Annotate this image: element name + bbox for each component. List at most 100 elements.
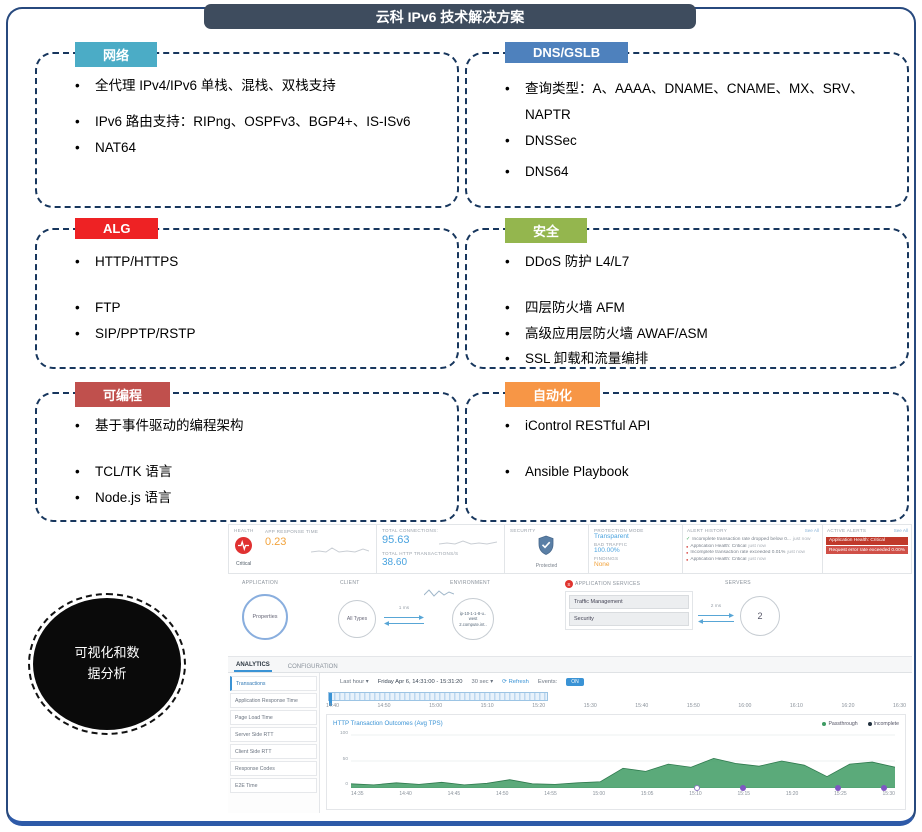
service-row-security[interactable]: Security: [569, 612, 689, 626]
bad-traffic-label: BAD TRAFFIC: [594, 542, 628, 547]
sidebar-item-transactions[interactable]: Transactions: [230, 676, 317, 691]
sidebar-item-client-side-rtt[interactable]: Client Side RTT: [230, 744, 317, 759]
active-alert-item: Application Health: Critical: [826, 536, 908, 545]
service-row-traffic-management[interactable]: Traffic Management: [569, 595, 689, 609]
chevron-down-icon: ▾: [490, 679, 494, 685]
visualization-oval: 可视化和数据分析: [28, 593, 186, 735]
servers-label: SERVERS: [725, 580, 751, 586]
http-transactions-label: TOTAL HTTP TRANSACTIONS/S: [382, 551, 459, 556]
bullet: DNS64: [501, 162, 891, 183]
area-chart-svg: [350, 734, 896, 788]
chevron-down-icon: ▾: [365, 679, 369, 685]
bullet: DNSSec: [501, 131, 891, 152]
alert-history-see-all-link[interactable]: See All: [804, 528, 819, 533]
legend-incomplete: Incomplete: [867, 721, 899, 727]
application-services-label: APPLICATION SERVICES: [575, 581, 641, 587]
feature-tag-alg: ALG: [75, 218, 159, 239]
bullet: SSL 卸载和流量编排: [501, 349, 891, 370]
active-alerts-see-all-link[interactable]: See All: [893, 528, 908, 533]
refresh-button[interactable]: ⟳ Refresh: [502, 679, 529, 685]
server-latency: 2 ms: [710, 604, 722, 609]
alert-history-item: ● Application Health: Critical just now: [686, 556, 767, 562]
feature-box-security: 安全 DDoS 防护 L4/L7 四层防火墙 AFM 高级应用层防火墙 AWAF…: [465, 218, 909, 370]
tps-chart-panel: HTTP Transaction Outcomes (Avg TPS) Pass…: [326, 714, 906, 810]
event-marker[interactable]: [739, 785, 746, 791]
alert-history-label: ALERT HISTORY: [687, 528, 728, 533]
bullet: SIP/PPTP/RSTP: [71, 324, 441, 345]
bullet: IPv6 路由支持：RIPng、OSPFv3、BGP4+、IS-ISv6: [71, 112, 441, 133]
sidebar-item-server-side-rtt[interactable]: Server Side RTT: [230, 727, 317, 742]
tab-bar: ANALYTICS CONFIGURATION: [228, 657, 912, 673]
application-services-icon: S: [565, 580, 573, 588]
bullet: Node.js 语言: [71, 488, 441, 509]
bullet: 四层防火墙 AFM: [501, 298, 891, 319]
health-label: HEALTH: [234, 528, 254, 533]
active-alerts-panel: ACTIVE ALERTS See All Application Health…: [823, 525, 911, 573]
topology-row: APPLICATION CLIENT ENVIRONMENT S APPLICA…: [228, 574, 912, 657]
tps-area-chart: 100 50 0: [340, 731, 896, 791]
sidebar-item-application-response-time[interactable]: Application Response Time: [230, 693, 317, 708]
event-marker[interactable]: [835, 785, 842, 791]
app-response-time-label: APP RESPONSE TIME: [265, 529, 319, 534]
event-marker[interactable]: [881, 785, 888, 791]
feature-box-network: 网络 全代理 IPv4/IPv6 单栈、混栈、双栈支持 IPv6 路由支持：RI…: [35, 42, 459, 208]
granularity-dropdown[interactable]: 30 sec ▾: [471, 679, 494, 685]
client-node[interactable]: All Types: [338, 600, 376, 638]
tab-configuration[interactable]: CONFIGURATION: [287, 664, 338, 670]
application-services-panel: Traffic Management Security: [565, 591, 693, 630]
bidirectional-arrow-icon: [698, 613, 734, 624]
active-alert-item: Request error rate exceeded 0.00%: [826, 546, 908, 554]
svg-text:S: S: [567, 582, 570, 587]
environment-sparkline: [424, 589, 454, 597]
environment-node[interactable]: ip-10-1-1-8-u.. west 2.compute.int..: [452, 598, 494, 640]
total-connections-value: 95.63: [382, 534, 410, 546]
security-status: Protected: [535, 563, 558, 569]
error-dot-icon: ●: [686, 556, 689, 562]
bullet: HTTP/HTTPS: [71, 252, 441, 273]
servers-node[interactable]: 2: [740, 596, 780, 636]
feature-tag-security: 安全: [505, 218, 588, 243]
sidebar-item-response-codes[interactable]: Response Codes: [230, 761, 317, 776]
events-toggle[interactable]: ON: [566, 678, 584, 686]
check-icon: ✓: [686, 536, 691, 542]
client-latency: 1 ms: [398, 606, 410, 611]
error-dot-icon: ●: [686, 543, 689, 549]
feature-tag-network: 网络: [75, 42, 158, 67]
range-preset-dropdown[interactable]: Last hour ▾: [340, 679, 369, 685]
time-controls: Last hour ▾ Friday Apr 6, 14:31:00 - 15:…: [340, 675, 906, 689]
oval-label: 可视化和数据分析: [74, 645, 140, 681]
tab-analytics[interactable]: ANALYTICS: [234, 659, 272, 672]
stats-row: HEALTH Critical APP RESPONSE TIME 0.23 T…: [228, 524, 912, 574]
chart-title: HTTP Transaction Outcomes (Avg TPS): [333, 720, 443, 727]
application-properties-node[interactable]: Properties: [242, 594, 288, 640]
event-marker[interactable]: [693, 785, 700, 791]
sidebar-item-page-load-time[interactable]: Page Load Time: [230, 710, 317, 725]
bad-traffic-value: 100.00%: [594, 547, 620, 554]
sidebar-item-e2e-time[interactable]: E2E Time: [230, 778, 317, 793]
bullet: 高级应用层防火墙 AWAF/ASM: [501, 324, 891, 345]
app-response-sparkline: [311, 547, 369, 553]
alert-history-item: ● Incomplete transaction rate exceeded 0…: [686, 550, 805, 555]
selected-range-band[interactable]: [328, 692, 548, 706]
security-label: SECURITY: [510, 528, 536, 533]
alert-history-panel: ALERT HISTORY See All ✓ Incomplete trans…: [683, 525, 823, 573]
health-critical-icon: [235, 537, 252, 559]
bullet: DDoS 防护 L4/L7: [501, 252, 891, 273]
application-services-label-group: S APPLICATION SERVICES: [565, 580, 640, 588]
findings-label: FINDINGS: [594, 556, 619, 561]
feature-tag-programmable: 可编程: [75, 382, 171, 407]
chart-legend: Passthrough Incomplete: [822, 721, 899, 727]
security-panel: SECURITY Protected: [505, 525, 589, 573]
protection-panel: PROTECTION MODE Transparent BAD TRAFFIC …: [589, 525, 683, 573]
app-response-time-value: 0.23: [265, 536, 287, 548]
feature-box-automation: 自动化 iControl RESTful API Ansible Playboo…: [465, 382, 909, 522]
protection-mode-value: Transparent: [594, 533, 629, 540]
page-title: 云科 IPv6 技术解决方案: [204, 4, 696, 29]
f5-analytics-dashboard: HEALTH Critical APP RESPONSE TIME 0.23 T…: [228, 524, 912, 813]
events-label: Events:: [537, 679, 558, 685]
range-handle[interactable]: [329, 693, 332, 706]
